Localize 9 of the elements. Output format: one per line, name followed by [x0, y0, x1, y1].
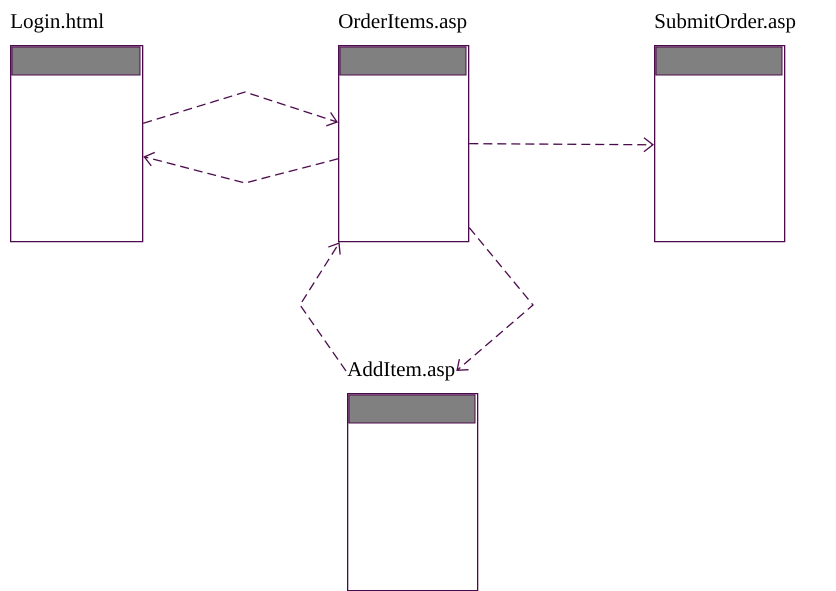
page-title: AddItem.asp — [347, 361, 454, 380]
page-title: Login.html — [10, 13, 104, 33]
arrow — [143, 91, 338, 126]
arrow — [469, 137, 654, 152]
page-title: SubmitOrder.asp — [656, 13, 796, 32]
arrow — [299, 242, 347, 372]
arrow — [143, 152, 338, 184]
arrow — [456, 227, 534, 371]
page-title: OrderItems.asp — [339, 13, 466, 32]
